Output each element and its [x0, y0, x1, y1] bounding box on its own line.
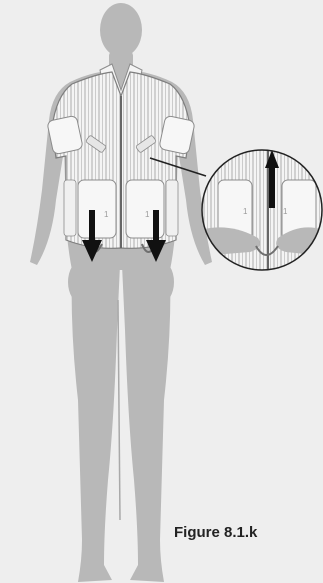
left-panel-number: 1: [104, 210, 109, 219]
right-leg: [122, 265, 170, 582]
svg-text:1: 1: [283, 207, 288, 216]
svg-text:1: 1: [243, 207, 248, 216]
vest: 1 1: [47, 64, 195, 252]
head: [100, 3, 142, 57]
magnify-circle-icon: 1 1: [200, 150, 323, 274]
left-shoulder-pad: [47, 115, 83, 154]
right-shoulder-pad: [159, 115, 195, 154]
left-panel: [78, 180, 116, 238]
figure-caption: Figure 8.1.k: [174, 524, 257, 541]
left-leg: [72, 265, 120, 582]
right-panel-number: 1: [145, 210, 150, 219]
